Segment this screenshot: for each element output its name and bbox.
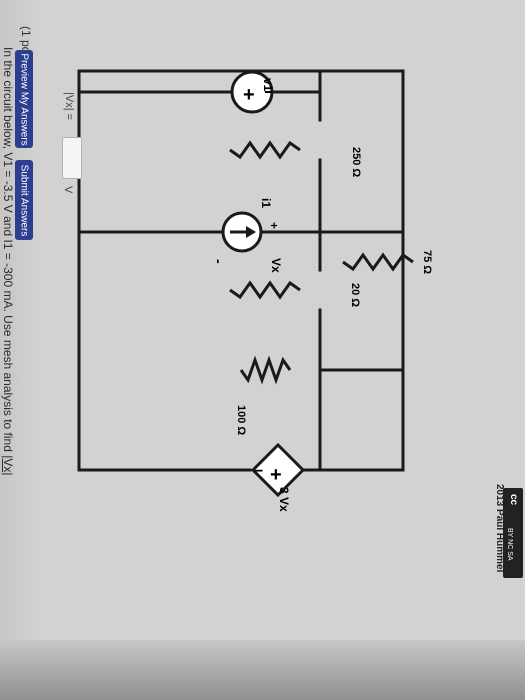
vx-plus: + [267, 222, 281, 229]
vx-minus: - [211, 259, 227, 264]
vx-label: Vx [269, 258, 283, 273]
submit-button[interactable]: Submit Answers [15, 160, 33, 240]
v1-label: v1 [261, 78, 275, 92]
answer-unit: V [62, 186, 74, 194]
v1-plus: + [243, 84, 255, 106]
i1-label: i1 [259, 198, 273, 208]
v1-minus: − [264, 82, 275, 102]
r100-label: 100 Ω [235, 405, 247, 435]
answer-input[interactable] [62, 137, 82, 179]
license-icons: BY NC SA [506, 528, 513, 561]
cc-icon: cc [508, 494, 519, 506]
license-badge: cc BY NC SA [503, 488, 523, 578]
submit-button-label: Submit Answers [18, 164, 30, 236]
preview-button-label: Preview My Answers [18, 52, 30, 146]
r250-label: 250 Ω [350, 147, 362, 177]
dep-source-label: 3 Vx [277, 487, 291, 512]
r20-label: 20 Ω [349, 283, 361, 307]
answer-label: |Vx| = [63, 92, 75, 121]
bottom-shadow [0, 640, 525, 700]
r75-label: 75 Ω [421, 250, 433, 274]
preview-button[interactable]: Preview My Answers [15, 50, 33, 148]
dep-minus: − [254, 463, 263, 480]
dep-plus: + [270, 464, 282, 486]
